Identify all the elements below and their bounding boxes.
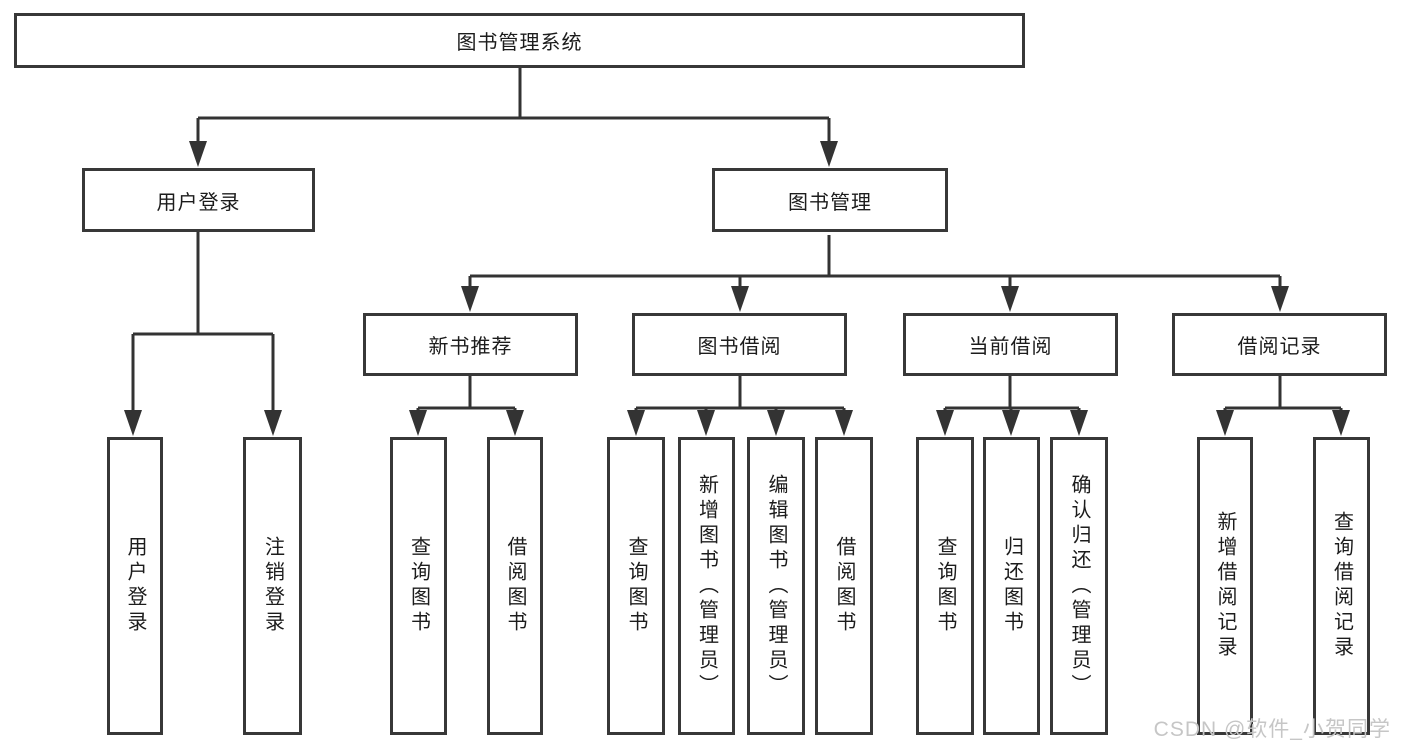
node-new-book-recommend: 新书推荐 — [363, 313, 578, 376]
leaf-borrow-books-recommend: 借阅图书 — [487, 437, 543, 735]
node-current-borrow: 当前借阅 — [903, 313, 1118, 376]
watermark: CSDN @软件_小贺同学 — [1153, 718, 1391, 741]
node-root-system: 图书管理系统 — [14, 13, 1025, 68]
leaf-query-books-borrow: 查询图书 — [607, 437, 665, 735]
leaf-query-books-current: 查询图书 — [916, 437, 974, 735]
leaf-confirm-return-admin: 确认归还（管理员） — [1050, 437, 1108, 735]
arrowheads — [124, 141, 1350, 436]
leaf-edit-books-admin: 编辑图书（管理员） — [747, 437, 805, 735]
leaf-add-borrow-record: 新增借阅记录 — [1197, 437, 1253, 735]
node-book-borrow: 图书借阅 — [632, 313, 847, 376]
leaf-user-login: 用户登录 — [107, 437, 163, 735]
leaf-borrow-books: 借阅图书 — [815, 437, 873, 735]
node-book-management: 图书管理 — [712, 168, 948, 232]
node-borrow-records: 借阅记录 — [1172, 313, 1387, 376]
leaf-return-books: 归还图书 — [983, 437, 1040, 735]
leaf-query-books-recommend: 查询图书 — [390, 437, 447, 735]
node-user-login: 用户登录 — [82, 168, 315, 232]
leaf-logout: 注销登录 — [243, 437, 302, 735]
leaf-add-books-admin: 新增图书（管理员） — [678, 437, 735, 735]
leaf-query-borrow-record: 查询借阅记录 — [1313, 437, 1370, 735]
